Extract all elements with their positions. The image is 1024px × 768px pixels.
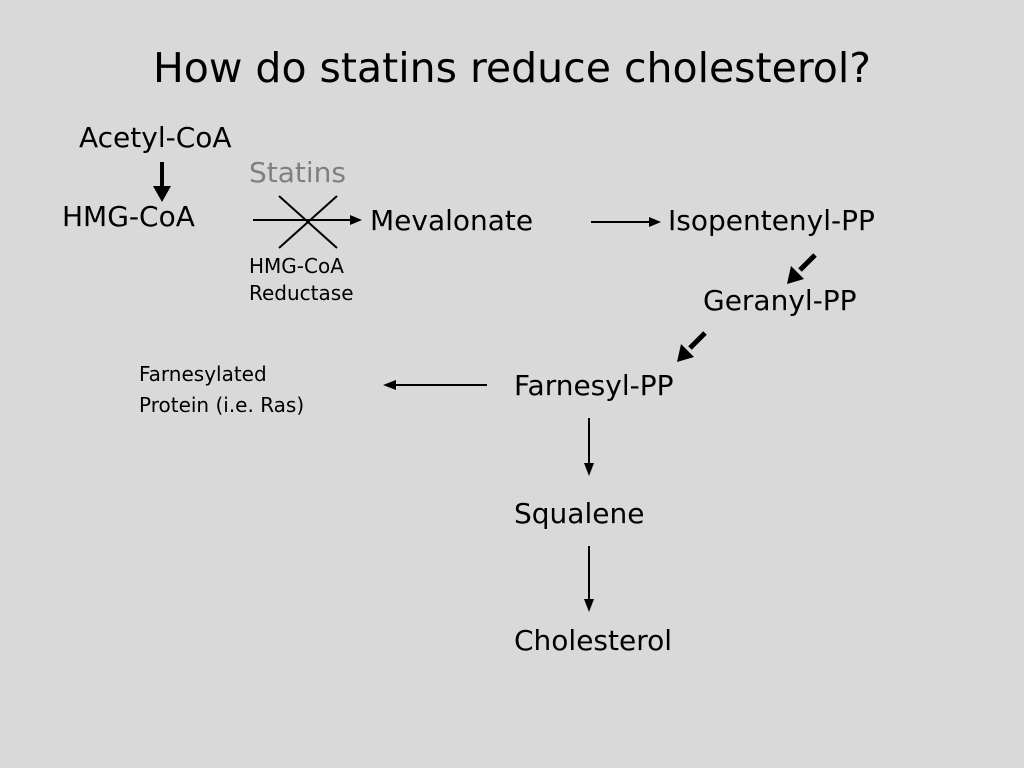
arrow-acetyl-to-hmg xyxy=(153,162,171,202)
node-hmg-coa: HMG-CoA xyxy=(62,200,195,233)
node-farnesylated-line2: Protein (i.e. Ras) xyxy=(139,393,305,417)
node-farnesyl-pp: Farnesyl-PP xyxy=(514,369,674,402)
inhibition-cross-icon xyxy=(278,195,338,249)
arrow-isopentenyl-to-geranyl xyxy=(787,253,817,284)
node-geranyl-pp: Geranyl-PP xyxy=(703,284,857,317)
arrow-farnesyl-to-squalene xyxy=(584,418,594,476)
node-acetyl-coa: Acetyl-CoA xyxy=(79,121,232,154)
arrow-hmg-to-mevalonate xyxy=(253,215,362,225)
arrow-mevalonate-to-isopentenyl xyxy=(591,217,661,227)
slide-title: How do statins reduce cholesterol? xyxy=(152,44,872,92)
inhibitor-statins-label: Statins xyxy=(249,156,347,189)
arrow-squalene-to-cholesterol xyxy=(584,546,594,612)
enzyme-label-line2: Reductase xyxy=(249,281,354,305)
enzyme-label-line1: HMG-CoA xyxy=(249,254,344,278)
arrow-farnesyl-to-farnesylated xyxy=(383,380,487,390)
node-mevalonate: Mevalonate xyxy=(370,204,534,237)
node-farnesylated-line1: Farnesylated xyxy=(139,362,267,386)
node-squalene: Squalene xyxy=(514,497,645,530)
node-isopentenyl-pp: Isopentenyl-PP xyxy=(668,204,875,237)
arrow-geranyl-to-farnesyl xyxy=(677,331,707,362)
node-cholesterol: Cholesterol xyxy=(514,624,673,657)
